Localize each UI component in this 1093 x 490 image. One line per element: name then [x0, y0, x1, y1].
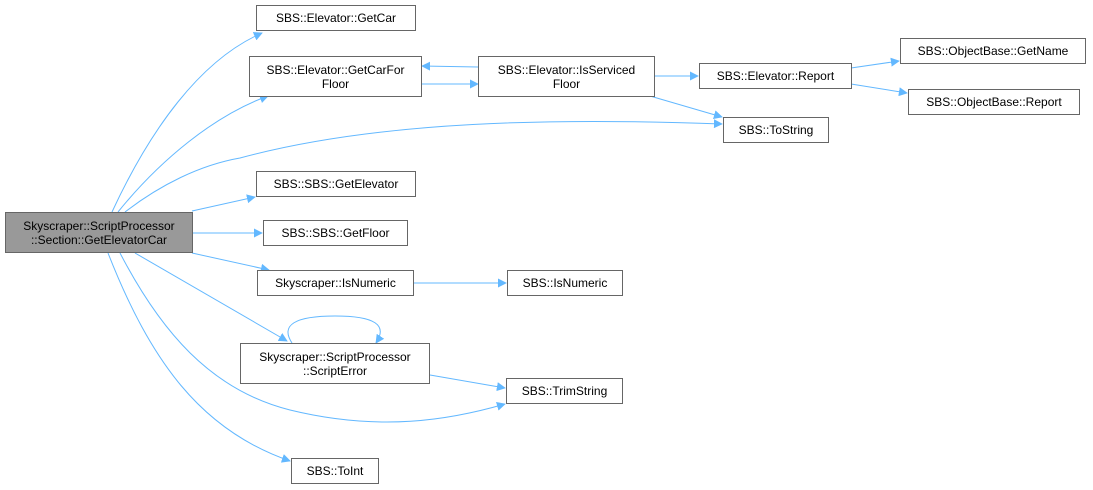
node-scripterror-line2: ::ScriptError [302, 363, 367, 378]
node-sbs-toint[interactable]: SBS::ToInt [291, 458, 379, 484]
edge-root-to-sbs-tostring [124, 119, 723, 213]
node-skyscraper-isnumeric[interactable]: Skyscraper::IsNumeric [257, 270, 414, 296]
node-elevator-isservicedfloor-line1: SBS::Elevator::IsServiced [497, 62, 636, 77]
node-elevator-getcar[interactable]: SBS::Elevator::GetCar [256, 5, 416, 31]
edge-isservicedfloor-to-sbs-tostring [649, 95, 723, 120]
edge-root-to-sbs-trimstring [119, 252, 506, 423]
node-skyscraper-isnumeric-label: Skyscraper::IsNumeric [275, 276, 396, 290]
node-objectbase-report-label: SBS::ObjectBase::Report [926, 95, 1062, 109]
node-elevator-isservicedfloor-line2: Floor [552, 76, 581, 91]
node-scripterror-line1: Skyscraper::ScriptProcessor [259, 349, 411, 364]
edge-elevator-report-to-getname [850, 57, 900, 69]
node-sbs-getfloor-label: SBS::SBS::GetFloor [281, 226, 390, 240]
edge-isservicedfloor-to-getcarforfloor [421, 61, 479, 71]
node-elevator-getcar-label: SBS::Elevator::GetCar [275, 11, 397, 25]
node-elevator-getcarforfloor[interactable]: SBS::Elevator::GetCarFor Floor [249, 56, 422, 97]
node-root-line1: Skyscraper::ScriptProcessor [23, 218, 175, 233]
node-objectbase-report[interactable]: SBS::ObjectBase::Report [908, 89, 1080, 115]
node-sbs-trimstring-label: SBS::TrimString [521, 384, 608, 398]
edge-root-to-skyscraper-isnumeric [191, 252, 270, 273]
node-sbs-isnumeric[interactable]: SBS::IsNumeric [507, 270, 623, 296]
node-sbs-getelevator-label: SBS::SBS::GetElevator [273, 177, 399, 191]
node-root-getelevatorcar: Skyscraper::ScriptProcessor ::Section::G… [5, 212, 193, 253]
edge-root-to-sbs-getelevator [191, 194, 256, 212]
node-elevator-isservicedfloor[interactable]: SBS::Elevator::IsServiced Floor [478, 56, 655, 97]
edge-root-to-scripterror [134, 252, 288, 342]
node-elevator-getcarforfloor-line1: SBS::Elevator::GetCarFor [266, 62, 405, 77]
edge-scripterror-to-sbs-trimstring [429, 374, 506, 392]
edge-root-to-elevator-getcarforfloor [117, 94, 269, 213]
node-objectbase-getname-label: SBS::ObjectBase::GetName [917, 44, 1069, 58]
node-sbs-getfloor[interactable]: SBS::SBS::GetFloor [263, 220, 408, 246]
node-sbs-isnumeric-label: SBS::IsNumeric [522, 276, 608, 290]
node-elevator-report-label: SBS::Elevator::Report [716, 69, 835, 83]
node-sbs-tostring[interactable]: SBS::ToString [723, 117, 829, 143]
node-sbs-getelevator[interactable]: SBS::SBS::GetElevator [256, 171, 416, 197]
node-sbs-toint-label: SBS::ToInt [306, 464, 364, 478]
edge-elevator-report-to-objectbase-report [850, 83, 908, 97]
node-sbs-tostring-label: SBS::ToString [738, 123, 814, 137]
node-scriptprocessor-scripterror[interactable]: Skyscraper::ScriptProcessor ::ScriptErro… [240, 343, 430, 384]
node-elevator-getcarforfloor-line2: Floor [321, 76, 350, 91]
node-root-line2: ::Section::GetElevatorCar [30, 232, 168, 247]
node-objectbase-getname[interactable]: SBS::ObjectBase::GetName [900, 38, 1086, 64]
edge-root-to-sbs-toint [107, 252, 291, 463]
edge-root-to-elevator-getcar [111, 32, 263, 213]
node-sbs-trimstring[interactable]: SBS::TrimString [506, 378, 623, 404]
node-elevator-report[interactable]: SBS::Elevator::Report [699, 63, 852, 89]
edge-scripterror-self-loop [287, 315, 385, 344]
